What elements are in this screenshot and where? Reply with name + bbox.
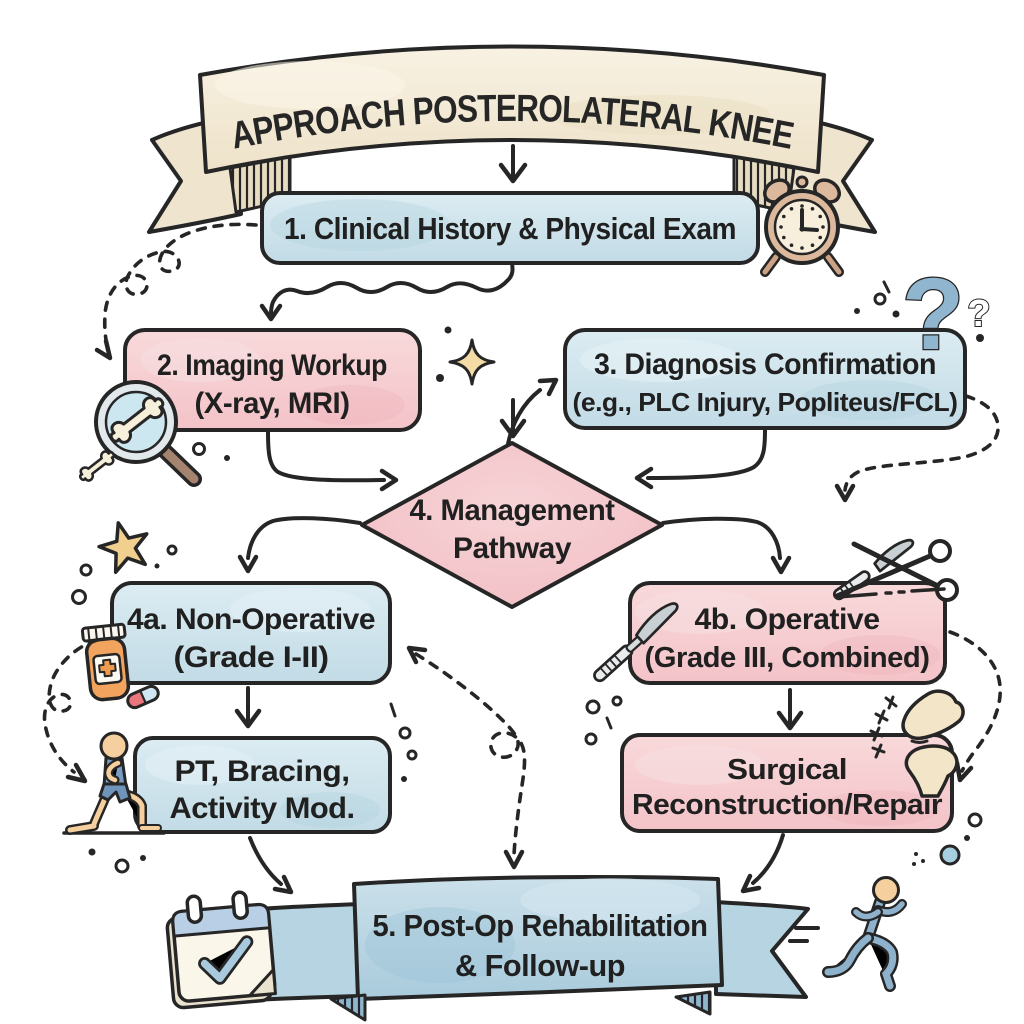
step5-line1: 5. Post-Op Rehabilitation <box>373 908 708 943</box>
arrow-step4b-to-surgical <box>776 688 804 731</box>
decorative-dots-step3 <box>854 280 984 342</box>
step2-line2: (X-ray, MRI) <box>195 387 350 420</box>
arrow-dashed-center <box>406 645 527 870</box>
step4a-line1: 4a. Non-Operative <box>127 603 375 636</box>
step5-fold-left <box>329 993 367 1022</box>
step5-fold-right <box>674 990 712 1016</box>
question-mark-icon: ? <box>901 256 966 373</box>
arrow-diamond-to-step4a <box>237 516 362 574</box>
node-step4-decision: 4. Management Pathway <box>360 441 664 609</box>
node-pt: PT, Bracing, Activity Mod. <box>133 736 392 834</box>
decorative-dots-center <box>389 695 623 782</box>
arrow-dashed-step3-down <box>834 394 1000 503</box>
step2-line1: 2. Imaging Workup <box>157 349 387 382</box>
decorative-dots-step4a <box>71 544 178 605</box>
scalpel-icon <box>593 602 679 683</box>
node-step3: 3. Diagnosis Confirmation (e.g., PLC Inj… <box>563 328 967 430</box>
step5-banner: 5. Post-Op Rehabilitation & Follow-up <box>226 874 810 1022</box>
svg-text:?: ? <box>902 257 964 371</box>
pt-line1: PT, Bracing, <box>175 755 350 788</box>
capsule-icon <box>126 684 160 710</box>
arrow-to-diamond-top <box>499 398 527 439</box>
runner-icon <box>788 876 907 992</box>
arrow-banner-to-step1 <box>498 144 528 184</box>
step3-line1: 3. Diagnosis Confirmation <box>594 348 936 381</box>
step5-tail-right <box>714 900 810 999</box>
surgical-line1: Surgical <box>727 754 847 786</box>
arrow-dashed-step1-to-step2 <box>94 222 258 361</box>
step4-line1: 4. Management <box>410 494 615 527</box>
step4b-line2: (Grade III, Combined) <box>645 642 930 674</box>
arrow-step2-to-diamond <box>266 430 399 492</box>
arrow-dashed-step4b-right <box>948 630 1002 783</box>
node-step4b: 4b. Operative (Grade III, Combined) <box>628 581 947 685</box>
arrow-dashed-left-curl <box>42 638 99 784</box>
small-question-icon: ? <box>966 292 991 336</box>
arrow-diamond-to-step4b <box>661 516 792 575</box>
arrow-step4a-to-pt <box>234 686 262 729</box>
lunge-exercise-icon <box>62 731 166 835</box>
decorative-dots-surgical <box>912 812 983 866</box>
arrow-surgical-to-step5 <box>740 833 785 894</box>
alarm-clock-icon <box>760 175 844 277</box>
svg-text:?: ? <box>967 293 990 335</box>
arrow-wavy-step1-to-step2 <box>259 261 515 322</box>
pill-bottle-icon <box>80 622 131 702</box>
step5-line2: & Follow-up <box>455 948 625 983</box>
knee-joint-icon <box>869 689 965 798</box>
magnifier-bone-icon <box>78 380 202 487</box>
step1-label: 1. Clinical History & Physical Exam <box>284 211 736 246</box>
step3-line2: (e.g., PLC Injury, Popliteus/FCL) <box>573 387 958 417</box>
sparkle-icon <box>448 338 496 386</box>
step4b-line1: 4b. Operative <box>695 603 880 636</box>
surgical-line2: Reconstruction/Repair <box>632 789 942 821</box>
arrow-step3-to-diamond <box>634 428 767 490</box>
node-surgical: Surgical Reconstruction/Repair <box>620 733 954 833</box>
step4-line2: Pathway <box>453 532 572 565</box>
decorative-dots-step2 <box>192 326 452 461</box>
scalpel-scissors-icon <box>832 538 959 602</box>
star-icon <box>97 521 149 574</box>
step4a-line2: (Grade I-II) <box>174 641 329 674</box>
node-step4a: 4a. Non-Operative (Grade I-II) <box>110 581 392 685</box>
node-step2: 2. Imaging Workup (X-ray, MRI) <box>123 328 422 432</box>
arrow-pt-to-step5 <box>248 836 294 895</box>
pt-line2: Activity Mod. <box>170 792 355 825</box>
calendar-check-icon <box>165 890 277 1010</box>
decorative-dots-pt <box>88 848 146 874</box>
arrow-to-step3 <box>506 377 559 446</box>
node-step1: 1. Clinical History & Physical Exam <box>260 191 760 265</box>
